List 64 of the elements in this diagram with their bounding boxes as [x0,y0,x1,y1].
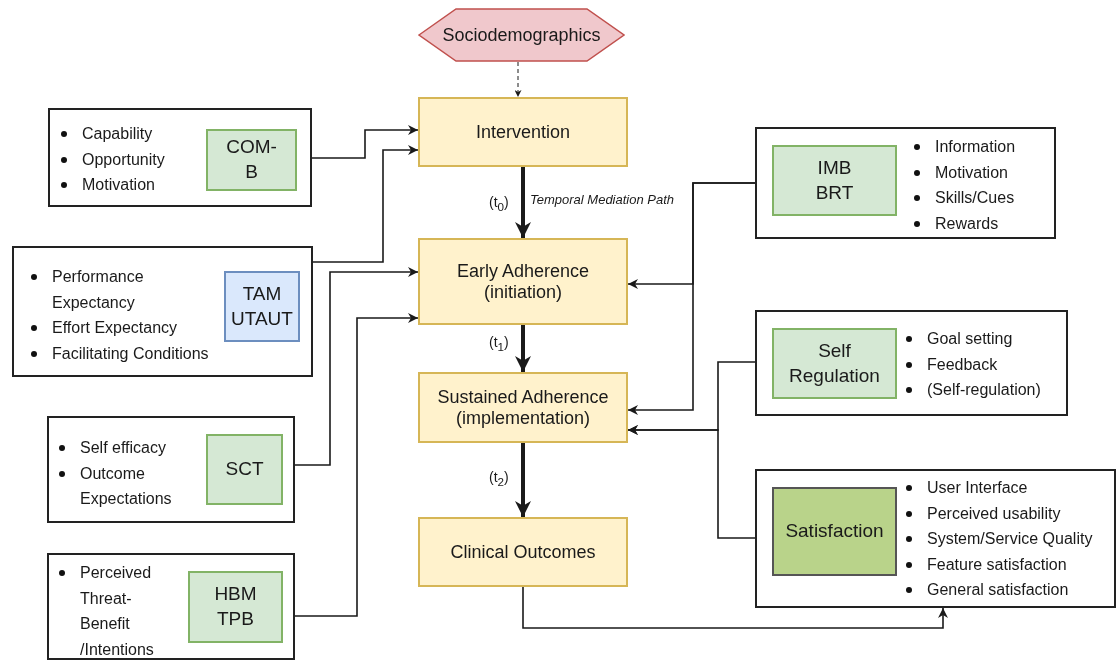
arrow [522,586,948,629]
arrow [515,167,531,238]
bullet-item: Outcome Expectations [58,460,180,512]
bullet-item: Opportunity [60,146,165,172]
bullet-item: Feedback [905,351,1041,377]
bullet-item: Motivation [913,159,1016,185]
bullet-item: Facilitating Conditions [30,340,209,366]
arrow [627,425,756,539]
node-text: Intervention [474,121,572,143]
arrow [294,267,419,466]
process-box [418,372,628,443]
node-text: Early Adherence (initiation) [455,260,591,303]
bullet-item: Information [913,134,1016,160]
hexagon-box [418,8,625,62]
arrow [627,182,756,415]
bullet-item: Self efficacy [58,435,180,461]
bullet-item: System/Service Quality [905,526,1093,552]
bullet-item: User Interface [905,475,1093,501]
model-box [772,145,897,216]
bullet-item: Performance Expectancy [30,264,180,315]
process-box [418,238,628,325]
bullet-item: Perceived Threat- Benefit /Intentions [58,560,170,661]
model-box [772,487,897,576]
bullet-item: Motivation [60,172,165,198]
model-box [206,129,297,191]
framework-panel [755,469,1116,608]
bullet-item: Perceived usability [905,500,1093,526]
bullet-item: Goal setting [905,326,1041,352]
framework-panel [755,310,1068,416]
node-text: TAM UTAUT [231,281,293,331]
node-text: SCT [225,457,264,482]
node-text: Sociodemographics [442,24,601,46]
framework-panel [12,246,313,377]
node-text: Clinical Outcomes [449,541,597,563]
node-text: HBM TPB [213,582,258,631]
bullet-item: Effort Expectancy [30,315,209,341]
arrow [515,325,531,372]
bullet-item: Skills/Cues [913,185,1016,211]
framework-panel [47,416,295,523]
bullet-item: Capability [60,121,165,147]
framework-panel [48,108,312,207]
arrow [514,61,522,98]
path-note: Temporal Mediation Path [530,192,675,207]
arrow [515,443,531,517]
model-box [224,271,300,342]
framework-panel [47,553,295,660]
process-box [418,97,628,167]
arrow [294,313,419,617]
node-text: IMB BRT [814,155,855,205]
model-box [188,571,283,643]
bullet-item: General satisfaction [905,577,1093,603]
node-text: COM-B [226,135,277,184]
node-text: Self Regulation [788,338,881,388]
bullet-item: (Self-regulation) [905,377,1041,403]
framework-panel [755,127,1056,239]
process-box [418,517,628,587]
model-box [206,434,283,505]
bullet-item: Feature satisfaction [905,551,1093,577]
model-box [772,328,897,399]
node-text: Satisfaction [785,519,884,544]
bullet-item: Rewards [913,210,1016,236]
arrow [312,145,419,263]
node-text: Sustained Adherence (implementation) [436,386,610,429]
arrow [311,125,419,159]
